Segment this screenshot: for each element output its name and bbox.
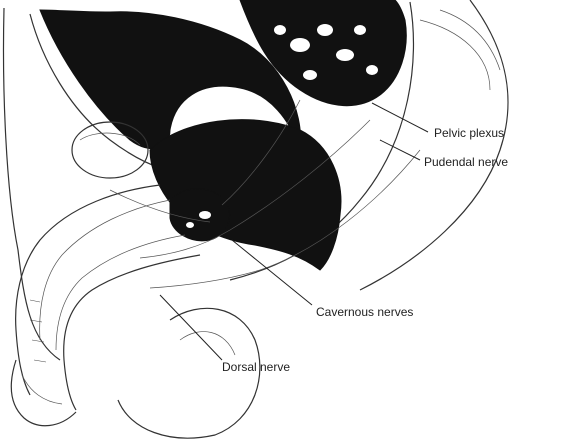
label-cavernous-nerves: Cavernous nerves xyxy=(316,305,413,319)
label-pudendal-nerve: Pudendal nerve xyxy=(424,155,508,169)
label-dorsal-nerve: Dorsal nerve xyxy=(222,360,290,374)
label-pelvic-plexus: Pelvic plexus xyxy=(434,126,504,140)
pudendal-nerve-leader xyxy=(380,140,420,160)
pubic-bone xyxy=(72,122,148,178)
dorsal-nerve-leader xyxy=(160,295,222,360)
prostate xyxy=(170,189,230,241)
